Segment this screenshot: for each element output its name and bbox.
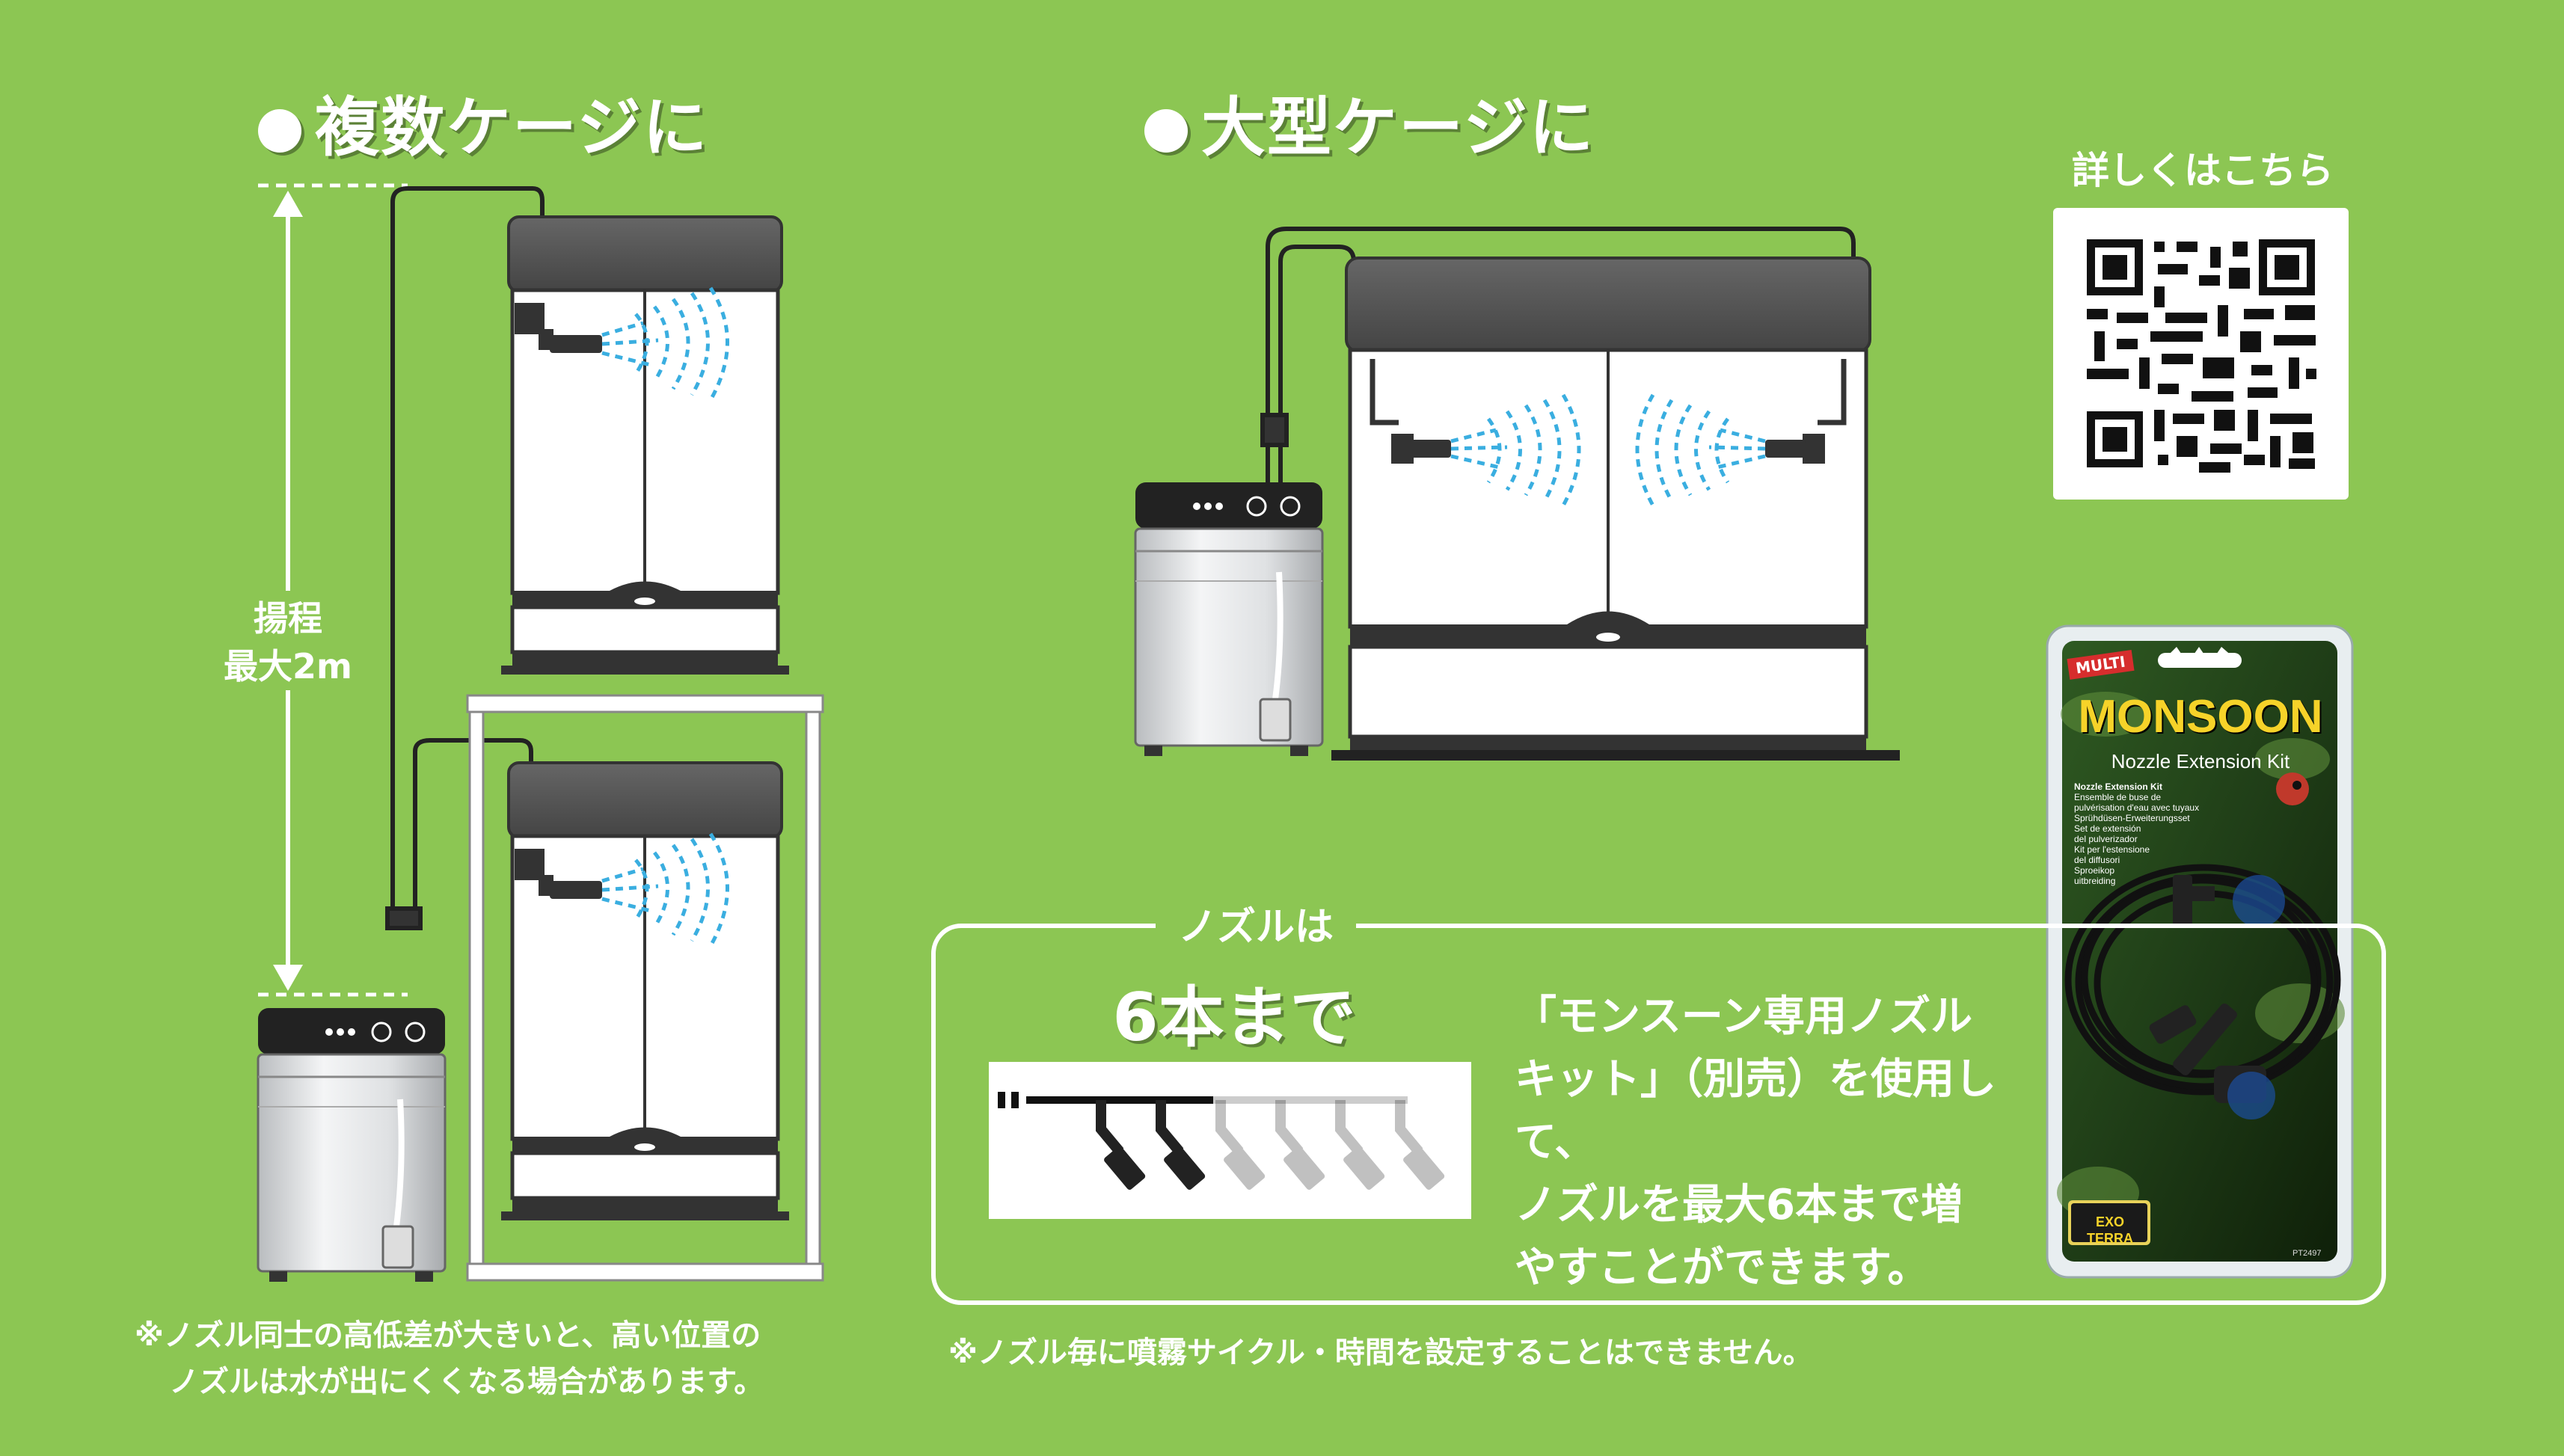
qr-code[interactable] — [2053, 208, 2349, 500]
heading-multi-cage-text: 複数ケージに — [315, 90, 709, 165]
nozzle-icon — [1275, 1100, 1325, 1190]
nozzle-chain-illustration — [989, 1062, 1471, 1219]
product-text-line: Set de extensión — [2074, 823, 2141, 834]
product-package-graphic — [2046, 624, 2354, 1279]
lift-range-arrow — [258, 183, 408, 997]
heading-multi-cage: 複数ケージに — [258, 75, 708, 168]
lift-label-line1: 揚程 — [254, 598, 322, 639]
product-subtitle: Nozzle Extension Kit — [2111, 750, 2290, 772]
nozzle-chain-graphic — [998, 1092, 1445, 1190]
nozzle-icon — [1215, 1100, 1266, 1190]
height-difference-note: ※ノズル同士の高低差が大きいと、高い位置の ノズルは水が出にくくなる場合がありま… — [135, 1312, 764, 1405]
height-note-line1: ※ノズル同士の高低差が大きいと、高い位置の — [135, 1318, 761, 1353]
bullet-icon — [258, 109, 301, 153]
cage-lower — [501, 761, 789, 1220]
bullet-icon — [1144, 109, 1188, 153]
panel-description-line2: キット」（別売）を使用して、 — [1515, 1055, 1996, 1167]
panel-description-line1: 「モンスーン専用ノズル — [1515, 992, 1973, 1041]
product-text-line: del diffusori — [2074, 855, 2120, 865]
nozzle-icon — [1096, 1100, 1146, 1190]
panel-description-line3: ノズルを最大6本まで増 — [1515, 1181, 1963, 1229]
product-text-line: pulvérisation d'eau avec tuyaux — [2074, 802, 2200, 813]
product-text-line: Ensemble de buse de — [2074, 792, 2162, 802]
cage-upper — [501, 215, 789, 675]
qr-title: 詳しくはこちら — [2072, 149, 2334, 192]
product-name: MONSOON — [2078, 691, 2323, 743]
product-text-line: del pulverizador — [2074, 834, 2138, 844]
product-text-line: Sprühdüsen-Erweiterungsset — [2074, 813, 2190, 823]
lift-label: 揚程 最大2m — [217, 595, 359, 690]
product-multilingual-text: Nozzle Extension Kit Ensemble de buse de… — [2074, 781, 2216, 886]
tubing-large — [1260, 227, 1856, 486]
product-text-line: Nozzle Extension Kit — [2074, 781, 2163, 792]
shelf-frame — [466, 694, 824, 1282]
panel-max-nozzles: 6本まで — [1112, 979, 1356, 1056]
nozzle-icon — [1156, 1100, 1206, 1190]
lift-label-line2: 最大2m — [224, 646, 352, 686]
nozzle-icon — [1395, 1100, 1445, 1190]
qr-code-graphic — [2087, 239, 2316, 473]
panel-tag: ノズルは — [1156, 906, 1357, 948]
panel-description: 「モンスーン専用ノズル キット」（別売）を使用して、 ノズルを最大6本まで増 や… — [1515, 986, 2053, 1300]
panel-description-line4: やすことができます。 — [1515, 1244, 1930, 1292]
heading-large-cage-text: 大型ケージに — [1201, 90, 1595, 165]
product-text-line: Sproeikop — [2074, 865, 2115, 876]
nozzle-extension-panel — [931, 924, 2386, 1305]
product-package: MULTI MONSOON Nozzle Extension Kit Nozzl… — [2046, 624, 2354, 1279]
nozzle-icon — [1335, 1100, 1385, 1190]
product-text-line: Kit per l'estensione — [2074, 844, 2150, 855]
cage-large — [1331, 257, 1900, 761]
pump-unit-large — [1134, 482, 1324, 756]
height-note-line2: ノズルは水が出にくくなる場合があります。 — [169, 1365, 764, 1399]
product-text-line: uitbreiding — [2074, 876, 2116, 886]
product-brand-logo: EXO TERRA — [2087, 1214, 2133, 1246]
pump-unit-multi — [257, 1008, 447, 1282]
heading-large-cage: 大型ケージに — [1144, 75, 1595, 168]
product-code: PT2497 — [2292, 1249, 2322, 1258]
cycle-note: ※ノズル毎に噴霧サイクル・時間を設定することはできません。 — [948, 1336, 1813, 1370]
